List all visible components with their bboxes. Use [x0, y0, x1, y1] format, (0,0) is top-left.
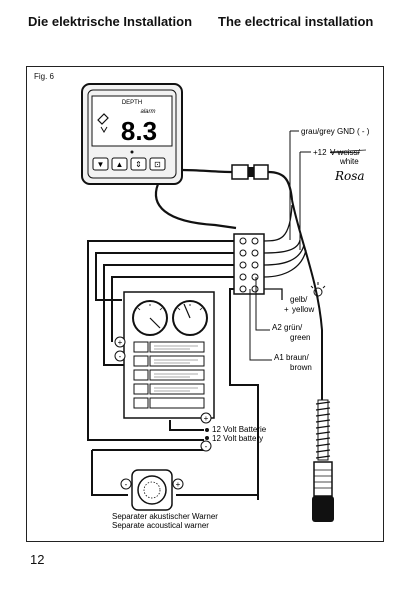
yellow-label-en: yellow — [292, 305, 314, 314]
button-down[interactable] — [92, 157, 109, 171]
heading-german: Die elektrische Installation — [28, 14, 193, 29]
panel-minus: - — [119, 352, 122, 361]
warner-plus: + — [176, 480, 181, 489]
page-number: 12 — [30, 552, 45, 567]
instrument-buttons: ▼ ▲ ⇕ ⊡ — [92, 157, 166, 171]
a1-label-de: A1 braun/ — [274, 353, 309, 362]
yellow-plus: + — [284, 305, 289, 314]
plus12-en: white — [339, 157, 359, 166]
button-up[interactable] — [111, 157, 128, 171]
yellow-label-de: gelb/ — [290, 295, 308, 304]
battery: + - 12 Volt Batterie 12 Volt battery — [200, 412, 267, 452]
plus12-prefix: +12 — [313, 148, 327, 157]
battery-label-en: 12 Volt battery — [212, 434, 263, 443]
panel-markers: + - — [114, 336, 126, 362]
switch-rows — [133, 341, 205, 409]
wire-labels: grau/grey GND ( - ) +12 V weiss/ white R… — [272, 127, 370, 372]
depth-instrument: DEPTH alarm 8.3 ▼ ▲ ⇕ ⊡ — [81, 83, 183, 185]
button-down-label: ▼ — [97, 160, 105, 169]
instrument-cable — [154, 168, 237, 230]
warner-label-en: Separate acoustical warner — [112, 521, 209, 530]
a2-label-en: green — [290, 333, 310, 342]
battery-label-de: 12 Volt Batterie — [212, 425, 267, 434]
gauge-right — [172, 300, 208, 336]
battery-plus: + — [204, 414, 209, 423]
warner-label-de: Separater akustischer Warner — [112, 512, 218, 521]
figure-frame — [26, 66, 384, 542]
button-mode[interactable] — [130, 157, 147, 171]
transducer-icon — [97, 113, 109, 133]
instrument-value: 8.3 — [121, 116, 157, 146]
button-mode-label: ⇕ — [135, 160, 142, 169]
button-light[interactable] — [149, 157, 166, 171]
cable-connector — [231, 164, 294, 201]
instrument-title: DEPTH — [122, 100, 142, 106]
indicator-dot-icon — [130, 150, 134, 154]
plus12-struck: V weiss/ — [330, 148, 361, 157]
handwritten-note: Rosa — [334, 169, 365, 183]
heading-english: The electrical installation — [218, 14, 374, 29]
acoustical-warner: - + Separater akustischer Warner Separat… — [112, 469, 218, 530]
button-light-label: ⊡ — [154, 160, 161, 169]
instrument-mode: alarm — [140, 109, 155, 115]
a1-label-en: brown — [290, 363, 312, 372]
gnd-label: grau/grey GND ( - ) — [301, 127, 370, 136]
figure-label: Fig. 6 — [34, 72, 55, 81]
panel-plus: + — [118, 338, 123, 347]
panel-wires — [87, 240, 259, 500]
battery-minus: - — [205, 442, 208, 451]
button-up-label: ▲ — [116, 160, 124, 169]
switch-panel — [123, 291, 215, 419]
a2-label-de: A2 grün/ — [272, 323, 303, 332]
transducer — [291, 199, 334, 522]
warner-minus: - — [125, 480, 128, 489]
gauge-left — [132, 300, 168, 336]
terminal-block — [233, 204, 307, 300]
